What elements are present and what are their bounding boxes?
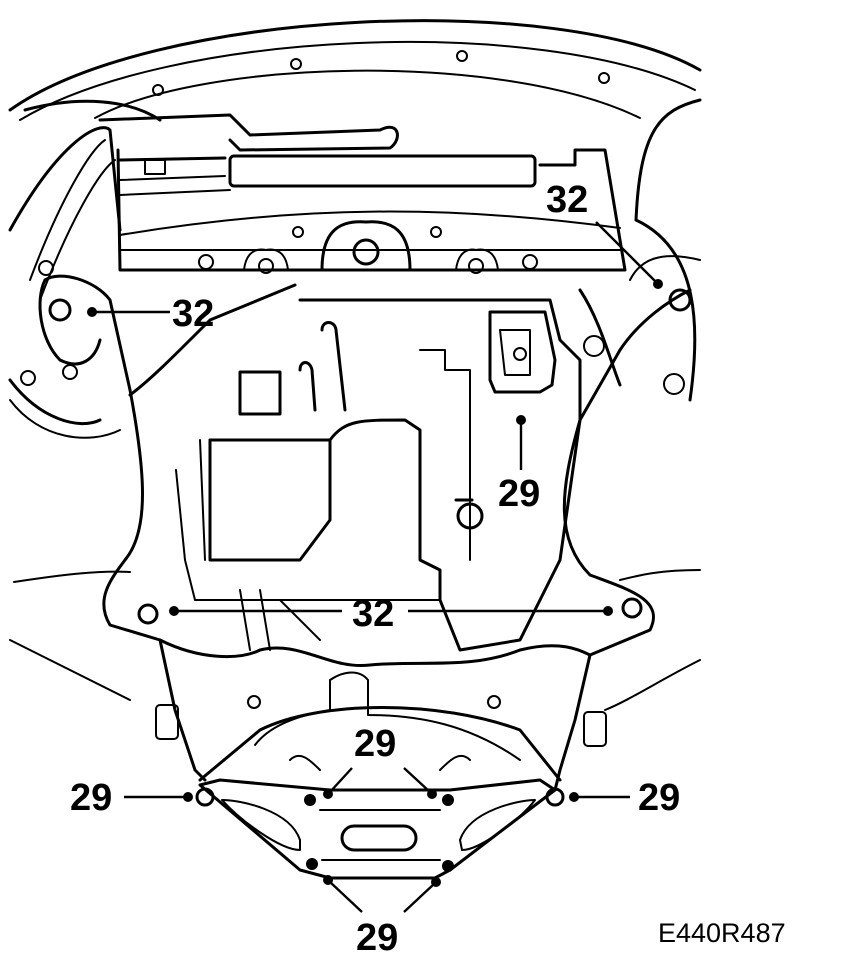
right-side-structure	[583, 98, 702, 402]
lower-plate	[155, 671, 607, 880]
body-outline	[8, 19, 702, 122]
bolt-29-left	[195, 787, 215, 807]
bolt-group	[48, 288, 692, 872]
subframe-body	[9, 274, 701, 792]
upper-cross-member	[98, 113, 627, 274]
left-side-structure	[8, 126, 122, 439]
bolt-32-left	[48, 298, 72, 322]
callout-32-top-right: 32	[546, 179, 588, 221]
engine-area	[208, 298, 582, 652]
callout-29-plate-top: 29	[354, 723, 396, 765]
figure-reference-code: E440R487	[658, 918, 786, 948]
callout-29-right: 29	[638, 777, 680, 819]
callout-32-lower: 32	[352, 593, 394, 635]
bolt-29-right	[545, 787, 565, 807]
callout-29-bottom: 29	[356, 917, 398, 958]
bolt-32-lower-right	[621, 597, 643, 619]
bolt-32-lower-left	[137, 603, 159, 625]
bolt-32-right	[668, 288, 692, 312]
callout-labels: 32 32 29 32 29 29 29 29 E440R487	[70, 179, 786, 958]
callout-29-center: 29	[498, 473, 540, 515]
callout-32-left: 32	[172, 293, 214, 335]
callout-29-left: 29	[70, 777, 112, 819]
leader-lines	[87, 221, 663, 913]
